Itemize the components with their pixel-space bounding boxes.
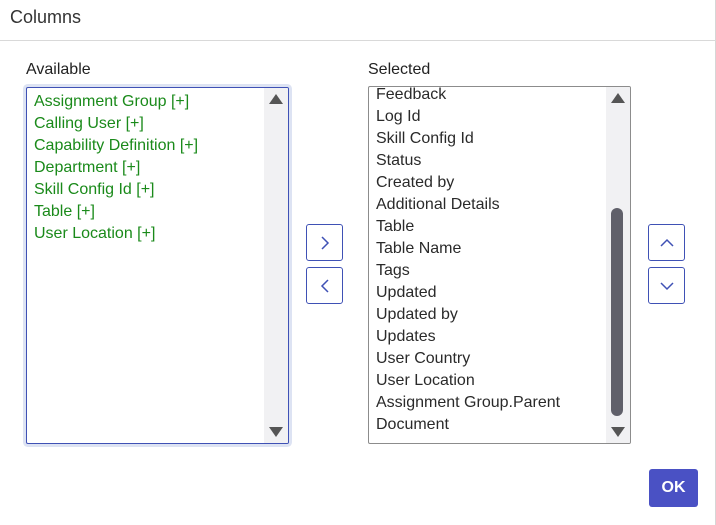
chevron-up-icon bbox=[659, 238, 674, 247]
scroll-down-arrow-icon[interactable] bbox=[611, 427, 625, 437]
selected-item[interactable]: Skill Config Id bbox=[376, 130, 474, 147]
move-down-button[interactable] bbox=[648, 267, 685, 304]
selected-item[interactable]: User Country bbox=[376, 350, 471, 367]
scroll-up-arrow-icon[interactable] bbox=[611, 93, 625, 103]
available-listbox[interactable]: Assignment Group [+] Calling User [+] Ca… bbox=[26, 87, 289, 444]
chevron-left-icon bbox=[320, 278, 329, 293]
selected-scrollbar[interactable] bbox=[606, 87, 630, 443]
available-scrollbar[interactable] bbox=[264, 88, 288, 443]
selected-label: Selected bbox=[368, 61, 431, 78]
dialog-header: Columns bbox=[0, 0, 716, 41]
selected-item[interactable]: Document bbox=[376, 416, 449, 433]
ok-button[interactable]: OK bbox=[649, 469, 698, 507]
selected-item[interactable]: Additional Details bbox=[376, 196, 500, 213]
selected-listbox[interactable]: Feedback Log Id Skill Config Id Status C… bbox=[368, 86, 631, 444]
remove-column-button[interactable] bbox=[306, 267, 343, 304]
scrollbar-thumb[interactable] bbox=[611, 208, 623, 416]
selected-item[interactable]: Assignment Group.Parent bbox=[376, 394, 561, 411]
move-up-button[interactable] bbox=[648, 224, 685, 261]
available-item[interactable]: Assignment Group [+] bbox=[34, 93, 190, 110]
available-label: Available bbox=[26, 61, 91, 78]
available-item[interactable]: Table [+] bbox=[34, 203, 95, 220]
available-item[interactable]: User Location [+] bbox=[34, 225, 156, 242]
available-item[interactable]: Department [+] bbox=[34, 159, 141, 176]
selected-item[interactable]: Updated bbox=[376, 284, 437, 301]
chevron-right-icon bbox=[320, 235, 329, 250]
add-column-button[interactable] bbox=[306, 224, 343, 261]
selected-item[interactable]: Log Id bbox=[376, 108, 421, 125]
selected-item[interactable]: Updates bbox=[376, 328, 436, 345]
selected-item[interactable]: Table bbox=[376, 218, 415, 235]
scroll-up-arrow-icon[interactable] bbox=[269, 94, 283, 104]
dialog-title: Columns bbox=[10, 7, 82, 27]
available-item[interactable]: Calling User [+] bbox=[34, 115, 144, 132]
available-item[interactable]: Skill Config Id [+] bbox=[34, 181, 155, 198]
selected-item[interactable]: Updated by bbox=[376, 306, 458, 323]
selected-item[interactable]: Tags bbox=[376, 262, 410, 279]
selected-item[interactable]: User Location bbox=[376, 372, 475, 389]
selected-item[interactable]: Table Name bbox=[376, 240, 462, 257]
available-item[interactable]: Capability Definition [+] bbox=[34, 137, 199, 154]
selected-item[interactable]: Feedback bbox=[376, 86, 447, 103]
scroll-down-arrow-icon[interactable] bbox=[269, 427, 283, 437]
chevron-down-icon bbox=[659, 281, 674, 290]
selected-item[interactable]: Status bbox=[376, 152, 422, 169]
selected-item[interactable]: Created by bbox=[376, 174, 455, 191]
